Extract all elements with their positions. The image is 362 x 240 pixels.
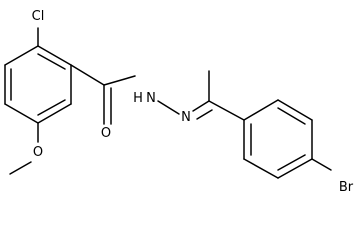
bond bbox=[277, 158, 313, 179]
bond bbox=[243, 158, 279, 179]
atom-br-label: Br bbox=[339, 180, 354, 195]
bond bbox=[311, 158, 332, 171]
double-bond bbox=[277, 107, 306, 125]
bond bbox=[103, 75, 136, 86]
bond bbox=[37, 45, 72, 66]
bond bbox=[243, 99, 279, 121]
ring-chloromethoxyphenyl bbox=[4, 45, 72, 124]
bond bbox=[157, 100, 180, 115]
bond bbox=[4, 103, 39, 124]
bond bbox=[277, 99, 313, 121]
atom-o-methoxy-label: O bbox=[33, 145, 43, 160]
bond bbox=[37, 103, 72, 124]
bond bbox=[192, 100, 210, 112]
bond bbox=[4, 45, 39, 66]
atom-h-label: H bbox=[133, 91, 143, 106]
double-bond bbox=[37, 53, 66, 70]
double-bond bbox=[196, 109, 213, 120]
atom-o-carbonyl-label: O bbox=[101, 126, 111, 141]
double-bond bbox=[37, 99, 66, 116]
bond bbox=[208, 100, 245, 121]
bond bbox=[9, 161, 32, 175]
double-bond bbox=[277, 154, 306, 171]
ring-bromophenyl bbox=[243, 99, 313, 179]
atom-n-hydrazone-label: N bbox=[181, 110, 191, 125]
atom-n-amide-label: N bbox=[146, 91, 156, 106]
structure-canvas: Cl O O H N N Br bbox=[4, 9, 354, 195]
bond bbox=[70, 64, 105, 86]
atom-cl-label: Cl bbox=[32, 9, 45, 24]
molecule-drawing: Cl O O H N N Br bbox=[4, 9, 354, 195]
